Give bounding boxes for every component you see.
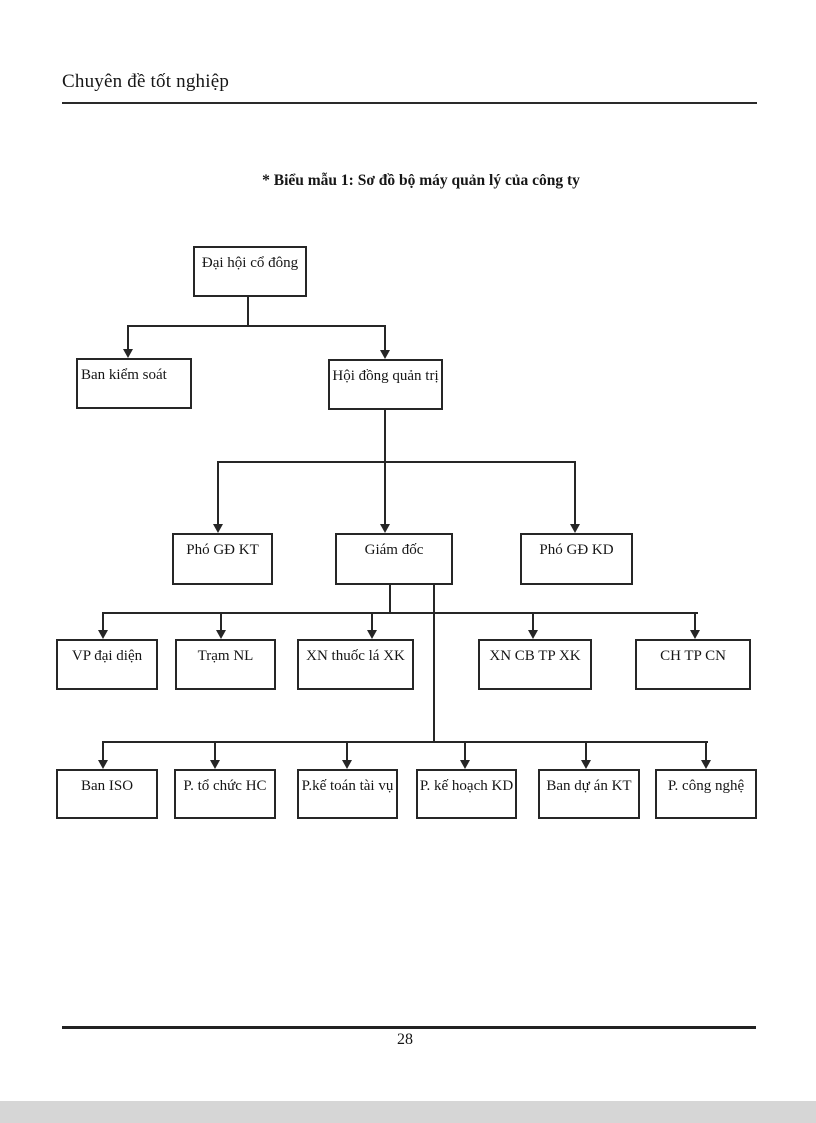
page-number: 28 [397,1031,413,1048]
arrow-down-icon [570,524,580,533]
node-ban-kiem-soat: Ban kiểm soát [76,358,192,409]
node-vp-dai-dien: VP đại diện [56,639,158,690]
connector-to-ch-tp-cn [694,612,696,631]
node-xn-cb-tp-xk: XN CB TP XK [478,639,592,690]
node-pho-gd-kd: Phó GĐ KD [520,533,633,585]
connector-l1-stem [247,297,249,327]
connector-l3-stem-right [433,584,435,743]
connector-to-p-ke-hoach-kd [464,741,466,761]
arrow-down-icon [367,630,377,639]
arrow-down-icon [701,760,711,769]
node-p-to-chuc-hc: P. tổ chức HC [174,769,276,819]
node-p-cong-nghe: P. công nghệ [655,769,757,819]
page-header-text: Chuyên đề tốt nghiệp [62,71,230,92]
connector-to-ban-du-an-kt [585,741,587,761]
connector-to-xn-cb-tp-xk [532,612,534,631]
node-p-ke-toan-tai-vu: P.kế toán tài vụ [297,769,398,819]
connector-to-ban-kiem-soat [127,325,129,350]
arrow-down-icon [380,350,390,359]
arrow-down-icon [380,524,390,533]
arrow-down-icon [213,524,223,533]
connector-l2-l3-bus [217,461,576,463]
connector-to-hoi-dong-quan-tri [384,325,386,351]
arrow-down-icon [210,760,220,769]
arrow-down-icon [123,349,133,358]
arrow-down-icon [581,760,591,769]
connector-l3-l5-bus [102,741,708,743]
arrow-down-icon [98,760,108,769]
arrow-down-icon [342,760,352,769]
node-hoi-dong-quan-tri: Hội đồng quản trị [328,359,443,410]
diagram-title: * Biểu mẫu 1: Sơ đồ bộ máy quản lý của c… [262,172,580,189]
node-ban-du-an-kt: Ban dự án KT [538,769,640,819]
node-p-ke-hoach-kd: P. kế hoạch KD [416,769,517,819]
node-xn-thuoc-la-xk: XN thuốc lá XK [297,639,414,690]
node-giam-doc: Giám đốc [335,533,453,585]
page-bottom-edge [0,1101,816,1123]
arrow-down-icon [216,630,226,639]
connector-to-p-ke-toan-tai-vu [346,741,348,761]
connector-l2-stem [384,410,386,525]
connector-to-tram-nl [220,612,222,631]
connector-l3-l4-bus [102,612,698,614]
connector-to-pho-gd-kt [217,461,219,525]
node-ban-iso: Ban ISO [56,769,158,819]
arrow-down-icon [528,630,538,639]
connector-l1-l2-bus [127,325,386,327]
node-ch-tp-cn: CH TP CN [635,639,751,690]
footer-rule [62,1026,756,1029]
arrow-down-icon [690,630,700,639]
connector-l3-stem-left [389,584,391,614]
connector-to-ban-iso [102,741,104,761]
connector-to-p-cong-nghe [705,741,707,761]
node-pho-gd-kt: Phó GĐ KT [172,533,273,585]
node-tram-nl: Trạm NL [175,639,276,690]
connector-to-p-to-chuc-hc [214,741,216,761]
header-rule [62,102,757,104]
connector-to-pho-gd-kd [574,461,576,525]
connector-to-xn-thuoc-la-xk [371,612,373,631]
arrow-down-icon [460,760,470,769]
connector-to-vp-dai-dien [102,612,104,631]
arrow-down-icon [98,630,108,639]
node-dai-hoi-co-dong: Đại hội cổ đông [193,246,307,297]
